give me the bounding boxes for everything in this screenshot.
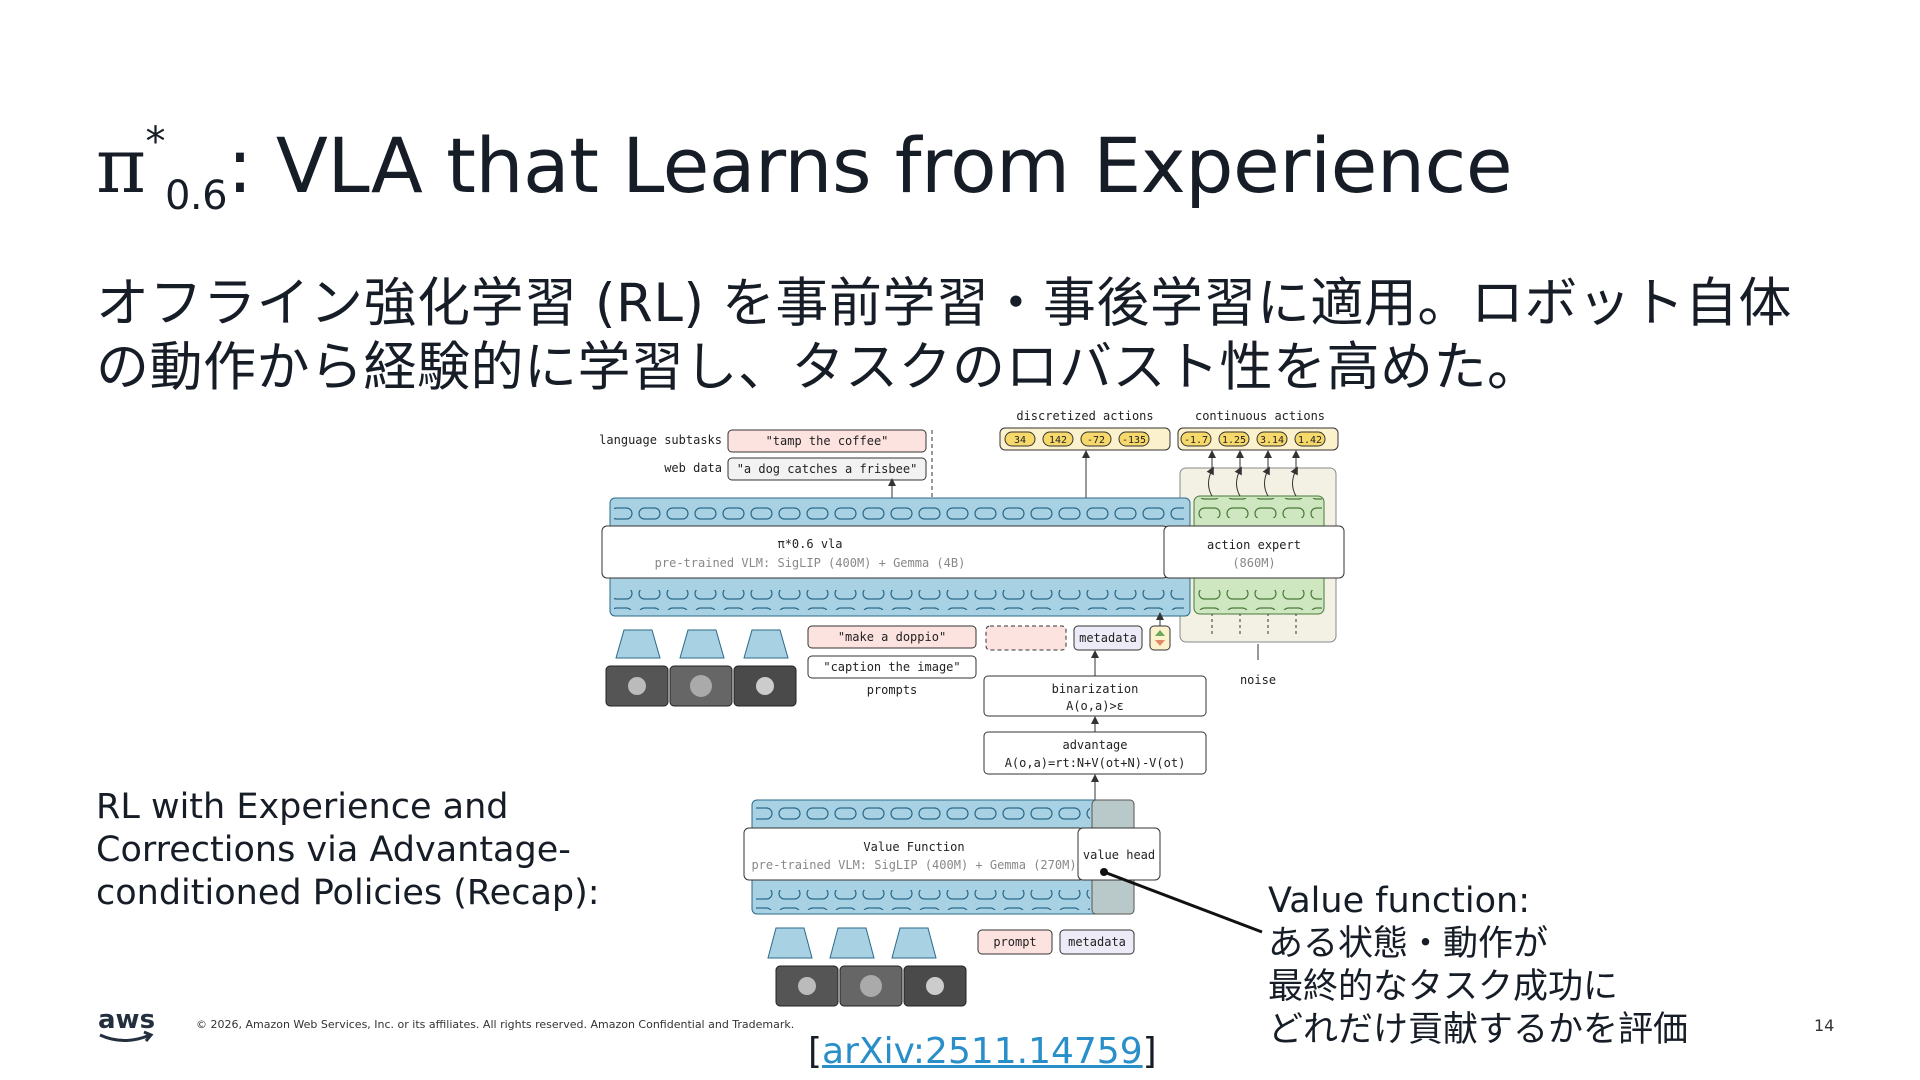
discretized-actions-label: discretized actions [1016, 409, 1153, 423]
title-text: : VLA that Learns from Experience [227, 121, 1512, 210]
metadata-text: metadata [1079, 631, 1137, 645]
arxiv-link[interactable]: arXiv:2511.14759 [822, 1031, 1143, 1072]
title-pi: π [96, 121, 145, 210]
action-expert-name: action expert [1207, 538, 1301, 552]
continuous-token-value: 1.25 [1222, 435, 1246, 446]
discrete-token-value: 34 [1014, 435, 1026, 446]
prompt-caption-text: "caption the image" [823, 660, 960, 674]
advantage-formula: A(o,a)=rt:N+V(ot+N)-V(ot) [1005, 756, 1186, 770]
value-function-name: Value Function [863, 840, 964, 854]
binarization-formula: A(o,a)>ε [1066, 699, 1124, 713]
continuous-actions-label: continuous actions [1195, 409, 1325, 423]
continuous-token-value: -1.7 [1184, 435, 1208, 446]
vla-name: π*0.6 vla [777, 537, 842, 551]
camera-inputs-bottom [768, 928, 966, 1006]
prompts-label: prompts [867, 683, 918, 697]
web-data-label: web data [664, 461, 722, 475]
vla-description: pre-trained VLM: SigLIP (400M) + Gemma (… [655, 556, 966, 570]
value-function-label-box [744, 828, 1084, 880]
vla-label-box [602, 526, 1168, 578]
discrete-token-value: -72 [1087, 435, 1105, 446]
metadata-small-text: metadata [1068, 935, 1126, 949]
continuous-token-value: 3.14 [1260, 435, 1284, 446]
prompt-text: prompt [993, 935, 1036, 949]
slide-subtitle: オフライン強化学習 (RL) を事前学習・事後学習に適用。ロボット自体の動作から… [96, 272, 1836, 400]
continuous-token-value: 1.42 [1298, 435, 1322, 446]
discrete-token-value: -135 [1122, 435, 1146, 446]
advantage-title: advantage [1062, 738, 1127, 752]
language-subtasks-label: language subtasks [599, 433, 722, 447]
web-data-text: "a dog catches a frisbee" [737, 462, 918, 476]
arxiv-citation: [arXiv:2511.14759] [808, 1030, 1157, 1074]
recap-description: RL with Experience and Corrections via A… [96, 786, 616, 915]
title-superscript: * [145, 119, 165, 165]
value-head-text: value head [1083, 848, 1155, 862]
architecture-diagram: language subtasks web data "tamp the cof… [580, 404, 1360, 1024]
action-expert-description: (860M) [1232, 556, 1275, 570]
title-subscript: 0.6 [165, 173, 227, 219]
discrete-token-value: 142 [1049, 435, 1067, 446]
binarization-title: binarization [1052, 682, 1139, 696]
aws-logo-icon: aws [94, 1004, 158, 1048]
arxiv-bracket-close: ] [1143, 1031, 1157, 1072]
language-subtask-text: "tamp the coffee" [766, 434, 889, 448]
aws-logo: aws [94, 1004, 158, 1052]
action-expert-label-box [1164, 526, 1344, 578]
value-function-description: pre-trained VLM: SigLIP (400M) + Gemma (… [751, 858, 1076, 872]
advantage-token-slot [986, 626, 1066, 650]
noise-label: noise [1240, 673, 1276, 687]
arxiv-bracket-open: [ [808, 1031, 822, 1072]
prompt-doppio-text: "make a doppio" [838, 630, 946, 644]
camera-inputs-top [606, 630, 796, 706]
aws-logo-text: aws [98, 1005, 155, 1035]
indicator-icon [1150, 626, 1170, 650]
page-number: 14 [1814, 1016, 1834, 1035]
slide-title: π*0.6: VLA that Learns from Experience [96, 128, 1512, 204]
